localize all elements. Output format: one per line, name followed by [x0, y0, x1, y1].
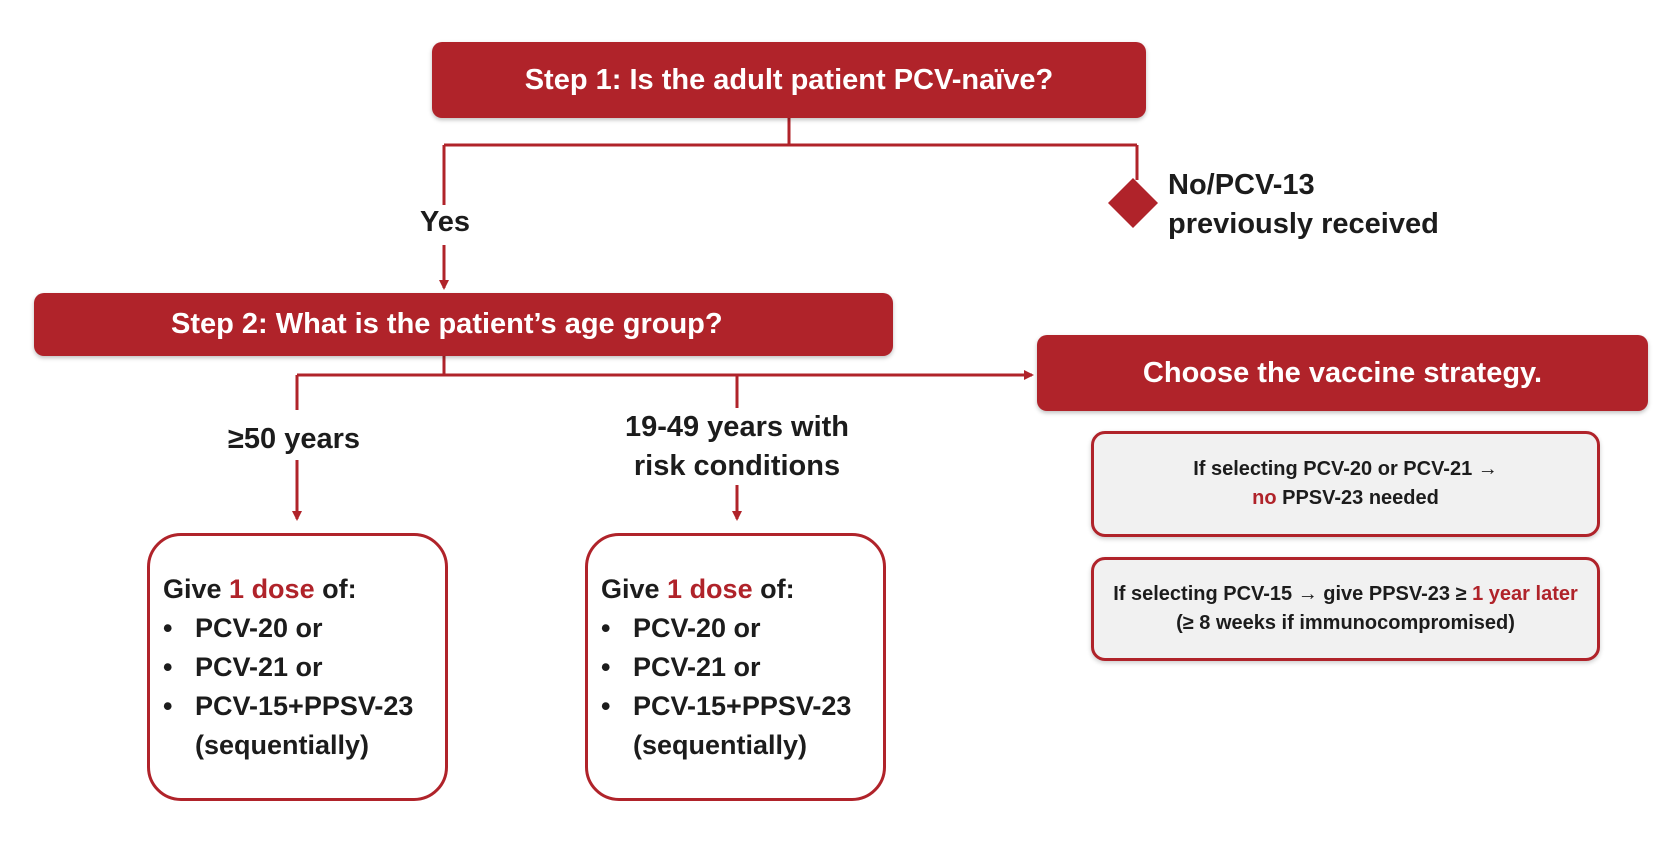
- vaccine-option-list: PCV-20 or PCV-21 or PCV-15+PPSV-23: [163, 609, 445, 726]
- no-branch-label: No/PCV-13 previously received: [1168, 166, 1439, 244]
- vaccine-option: PCV-15+PPSV-23: [601, 687, 883, 726]
- dose-heading-prefix: Give: [163, 574, 230, 604]
- decision-diamond-icon: [1108, 178, 1158, 228]
- note-text: PPSV-23 needed: [1276, 487, 1439, 509]
- pcv15-note: If selecting PCV-15 → give PPSV-23 ≥ 1 y…: [1091, 557, 1600, 661]
- vaccine-option: PCV-20 or: [601, 609, 883, 648]
- note-text: If selecting PCV-15 → give PPSV-23 ≥: [1113, 583, 1473, 605]
- vaccine-option: PCV-20 or: [163, 609, 445, 648]
- vaccine-option: PCV-21 or: [601, 648, 883, 687]
- dose-heading-suffix: of:: [314, 574, 357, 604]
- age-group-50-plus-label: ≥50 years: [228, 423, 361, 455]
- pcv20-pcv21-note: If selecting PCV-20 or PCV-21 → no PPSV-…: [1091, 431, 1600, 537]
- dose-count-highlight: 1 dose: [667, 574, 753, 604]
- dose-box-19-49: Give 1 dose of: PCV-20 or PCV-21 or PCV-…: [585, 533, 886, 801]
- step2-banner: Step 2: What is the patient’s age group?: [34, 293, 893, 356]
- strategy-banner: Choose the vaccine strategy.: [1037, 335, 1648, 411]
- dose-box-50-plus: Give 1 dose of: PCV-20 or PCV-21 or PCV-…: [147, 533, 448, 801]
- vaccine-option: PCV-15+PPSV-23: [163, 687, 445, 726]
- vaccine-option: PCV-21 or: [163, 648, 445, 687]
- dose-heading-prefix: Give: [601, 574, 668, 604]
- dose-box-heading: Give 1 dose of:: [601, 570, 883, 609]
- dose-count-highlight: 1 dose: [229, 574, 315, 604]
- note-text: (≥ 8 weeks if immunocompromised): [1176, 612, 1515, 634]
- dose-heading-suffix: of:: [752, 574, 795, 604]
- vaccine-option-note: (sequentially): [195, 730, 370, 760]
- note-highlight: 1 year later: [1472, 583, 1578, 605]
- note-highlight: no: [1252, 487, 1277, 509]
- yes-branch-label: Yes: [420, 206, 470, 238]
- vaccine-option-list: PCV-20 or PCV-21 or PCV-15+PPSV-23: [601, 609, 883, 726]
- note-line: If selecting PCV-20 or PCV-21 →: [1193, 458, 1498, 480]
- age-group-19-49-label: 19-49 years with risk conditions: [587, 408, 887, 486]
- dose-box-heading: Give 1 dose of:: [163, 570, 445, 609]
- vaccine-option-note: (sequentially): [633, 730, 808, 760]
- step1-banner: Step 1: Is the adult patient PCV-naïve?: [432, 42, 1146, 118]
- no-branch-label-line2: previously received: [1168, 208, 1439, 240]
- age-group-19-49-line1: 19-49 years with: [624, 411, 850, 443]
- age-group-19-49-line2: risk conditions: [633, 450, 841, 482]
- no-branch-label-line1: No/PCV-13: [1168, 169, 1315, 201]
